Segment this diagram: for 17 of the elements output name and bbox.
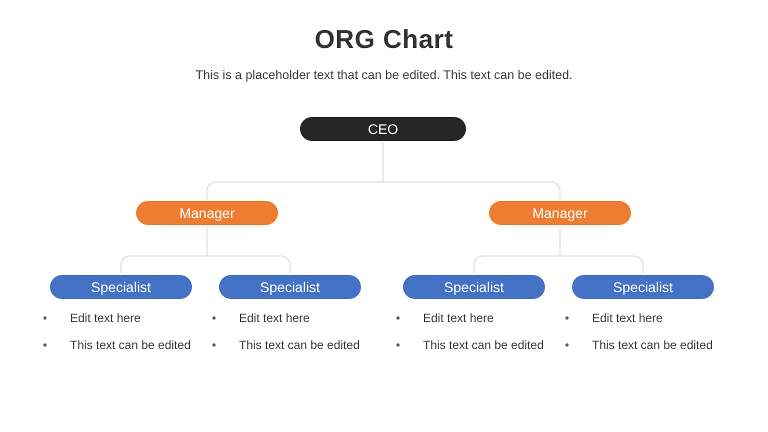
ceo-box: CEO — [300, 117, 466, 141]
list-item-text: Edit text here — [70, 310, 141, 326]
manager-box: Manager — [136, 201, 278, 225]
list-item-text: Edit text here — [423, 310, 494, 326]
specialist-box: Specialist — [403, 275, 545, 299]
list-item-text: This text can be edited — [239, 337, 360, 353]
list-item-text: This text can be edited — [70, 337, 191, 353]
subtitle: This is a placeholder text that can be edited. This text can be edited. — [195, 68, 573, 82]
list-item-text: This text can be edited — [423, 337, 544, 353]
specialist-box: Specialist — [50, 275, 192, 299]
manager-box: Manager — [489, 201, 631, 225]
list-item-text: This text can be edited — [592, 337, 713, 353]
list-item-text: Edit text here — [239, 310, 310, 326]
specialist-box: Specialist — [572, 275, 714, 299]
specialist-box: Specialist — [219, 275, 361, 299]
list-item-text: Edit text here — [592, 310, 663, 326]
title: ORG Chart — [314, 24, 454, 54]
